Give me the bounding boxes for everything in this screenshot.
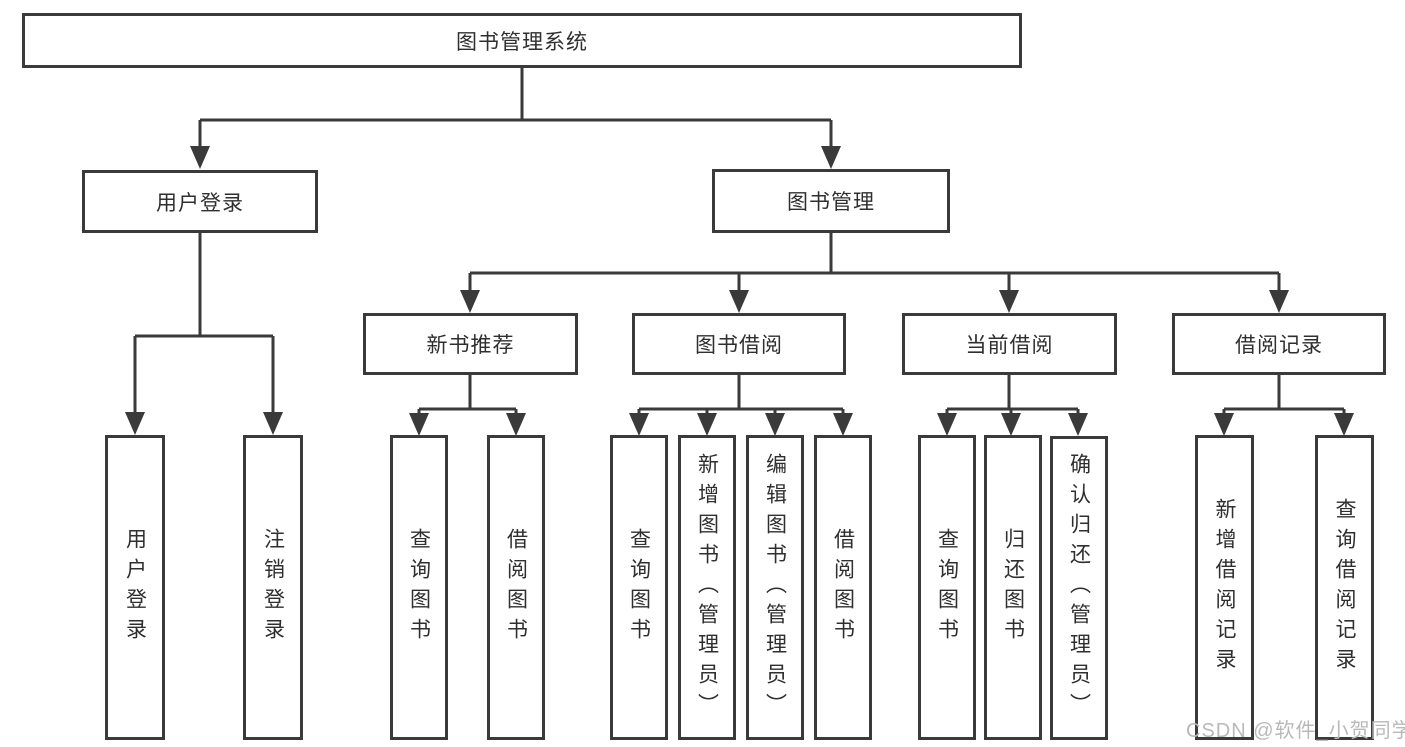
node-label: 编辑图书（管理员） [763, 452, 787, 723]
node-label: 查询图书 [627, 527, 651, 648]
node-label: 借阅图书 [831, 527, 855, 648]
node-label: 查询借阅记录 [1333, 497, 1356, 678]
node-current-borrowing: 当前借阅 [902, 313, 1117, 375]
arrowhead-icon [999, 290, 1019, 313]
leaf-query-books-current: 查询图书 [918, 435, 976, 740]
connector-current-trunk [947, 375, 1078, 411]
leaf-borrow-books-borrowing: 借阅图书 [814, 435, 872, 740]
leaf-logout: 注销登录 [243, 435, 303, 740]
arrowhead-icon [1214, 413, 1234, 436]
leaf-add-borrow-record: 新增借阅记录 [1195, 435, 1254, 740]
node-label: 图书管理系统 [456, 30, 588, 54]
arrowhead-icon [629, 413, 649, 436]
arrowhead-icon [1001, 413, 1021, 436]
leaf-add-book-admin: 新增图书（管理员） [678, 435, 736, 740]
node-label: 图书借阅 [695, 334, 783, 357]
arrowhead-icon [1068, 413, 1088, 436]
node-new-book-recommendation: 新书推荐 [363, 313, 578, 375]
node-label: 新书推荐 [426, 334, 515, 357]
arrowhead-icon [263, 412, 283, 435]
leaf-return-books: 归还图书 [984, 435, 1042, 740]
node-label: 新增图书（管理员） [695, 452, 719, 723]
leaf-query-books-recommend: 查询图书 [390, 435, 448, 740]
node-label: 借阅图书 [504, 527, 528, 648]
arrowhead-icon [1269, 290, 1289, 313]
connector-borrow-trunk [639, 375, 843, 411]
leaf-user-login: 用户登录 [105, 435, 165, 740]
arrowhead-icon [125, 412, 145, 435]
node-label: 借阅记录 [1235, 334, 1323, 357]
node-book-management: 图书管理 [712, 169, 950, 233]
leaf-query-borrow-record: 查询借阅记录 [1315, 435, 1374, 740]
arrowhead-icon [833, 413, 853, 436]
leaf-edit-book-admin: 编辑图书（管理员） [746, 435, 804, 740]
node-label: 确认归还（管理员） [1067, 453, 1091, 723]
arrowhead-icon [729, 290, 749, 313]
connector-root-trunk [200, 68, 831, 122]
leaf-query-books-borrowing: 查询图书 [610, 435, 668, 740]
connector-new-book-trunk [419, 375, 516, 411]
arrowhead-icon [937, 413, 957, 436]
arrowhead-icon [1334, 413, 1354, 436]
node-borrowing-records: 借阅记录 [1172, 313, 1386, 375]
arrowhead-icon [697, 413, 717, 436]
connector-user-login-trunk [135, 233, 273, 338]
node-label: 查询图书 [407, 527, 431, 648]
arrowhead-icon [821, 146, 841, 169]
node-label: 归还图书 [1001, 527, 1025, 648]
leaf-borrow-books-recommend: 借阅图书 [487, 435, 545, 740]
leaf-confirm-return-admin: 确认归还（管理员） [1050, 436, 1108, 740]
node-label: 用户登录 [156, 191, 244, 215]
arrowhead-icon [409, 413, 429, 436]
arrowhead-icon [190, 146, 210, 169]
connector-records-trunk [1224, 375, 1344, 411]
node-label: 当前借阅 [965, 334, 1054, 357]
arrowhead-icon [506, 413, 526, 436]
node-label: 新增借阅记录 [1213, 497, 1236, 678]
node-library-management-system: 图书管理系统 [22, 13, 1022, 68]
arrowhead-icon [765, 413, 785, 436]
node-user-login: 用户登录 [82, 170, 318, 233]
node-label: 图书管理 [787, 191, 875, 214]
arrowhead-icon [460, 290, 480, 313]
node-label: 查询图书 [935, 527, 959, 648]
csdn-watermark: CSDN @软件_小贺同学 [1186, 720, 1405, 742]
node-book-borrowing: 图书借阅 [632, 313, 846, 375]
connector-book-mgmt-trunk [470, 233, 1279, 275]
node-label: 注销登录 [261, 527, 285, 648]
node-label: 用户登录 [123, 527, 147, 648]
